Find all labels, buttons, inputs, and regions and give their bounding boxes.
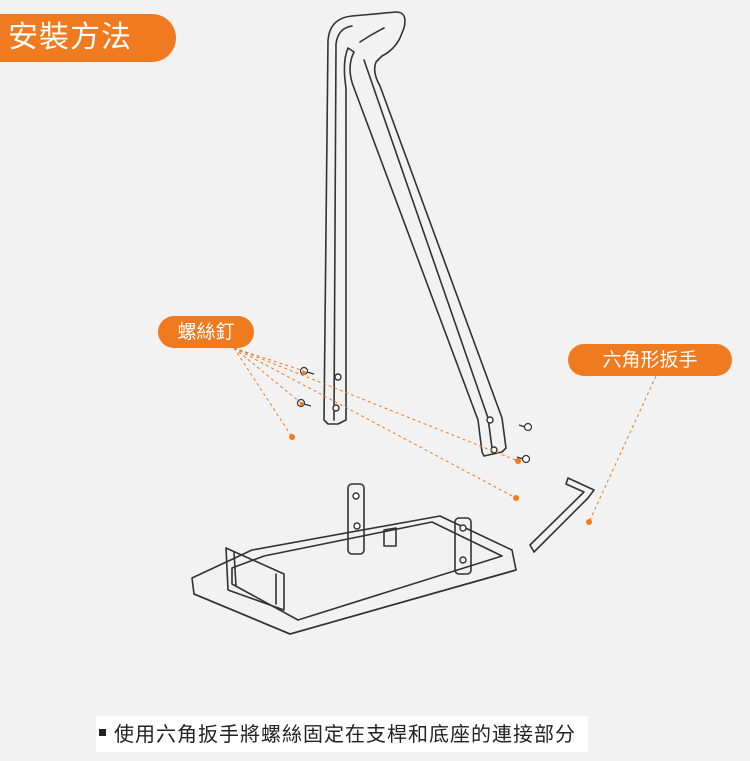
screw-icon-2 (296, 398, 312, 408)
instruction-caption: 使用六角扳手將螺絲固定在支桿和底座的連接部分 (96, 716, 588, 752)
bracket-left (347, 483, 365, 555)
stand-pole-inner-left (333, 25, 353, 421)
hex-wrench-shape (529, 477, 595, 553)
base-front-handle (225, 547, 285, 611)
pole-hole-2 (332, 404, 340, 412)
bracket-hole-1 (352, 492, 360, 500)
base-frame-edge (193, 569, 517, 635)
stand-pole-outer (323, 11, 507, 457)
hex-wrench-label: 六角形扳手 (568, 344, 732, 376)
base-frame-inner (231, 521, 503, 621)
screw-icon-3 (518, 422, 533, 432)
screws-label: 螺絲釘 (158, 316, 254, 348)
bracket-right (454, 517, 472, 575)
screw-icon-4 (516, 454, 531, 464)
stand-pole-inner-right (359, 27, 493, 449)
bracket-hole-3 (459, 524, 467, 532)
pole-hole-3 (486, 416, 494, 424)
page-title: 安裝方法 (0, 14, 176, 62)
instruction-text: 使用六角扳手將螺絲固定在支桿和底座的連接部分 (114, 722, 576, 746)
bracket-mid (383, 527, 397, 547)
bracket-hole-2 (353, 522, 361, 530)
bullet-icon (99, 729, 106, 736)
pole-hole-1 (334, 373, 342, 381)
bracket-hole-4 (459, 556, 467, 564)
